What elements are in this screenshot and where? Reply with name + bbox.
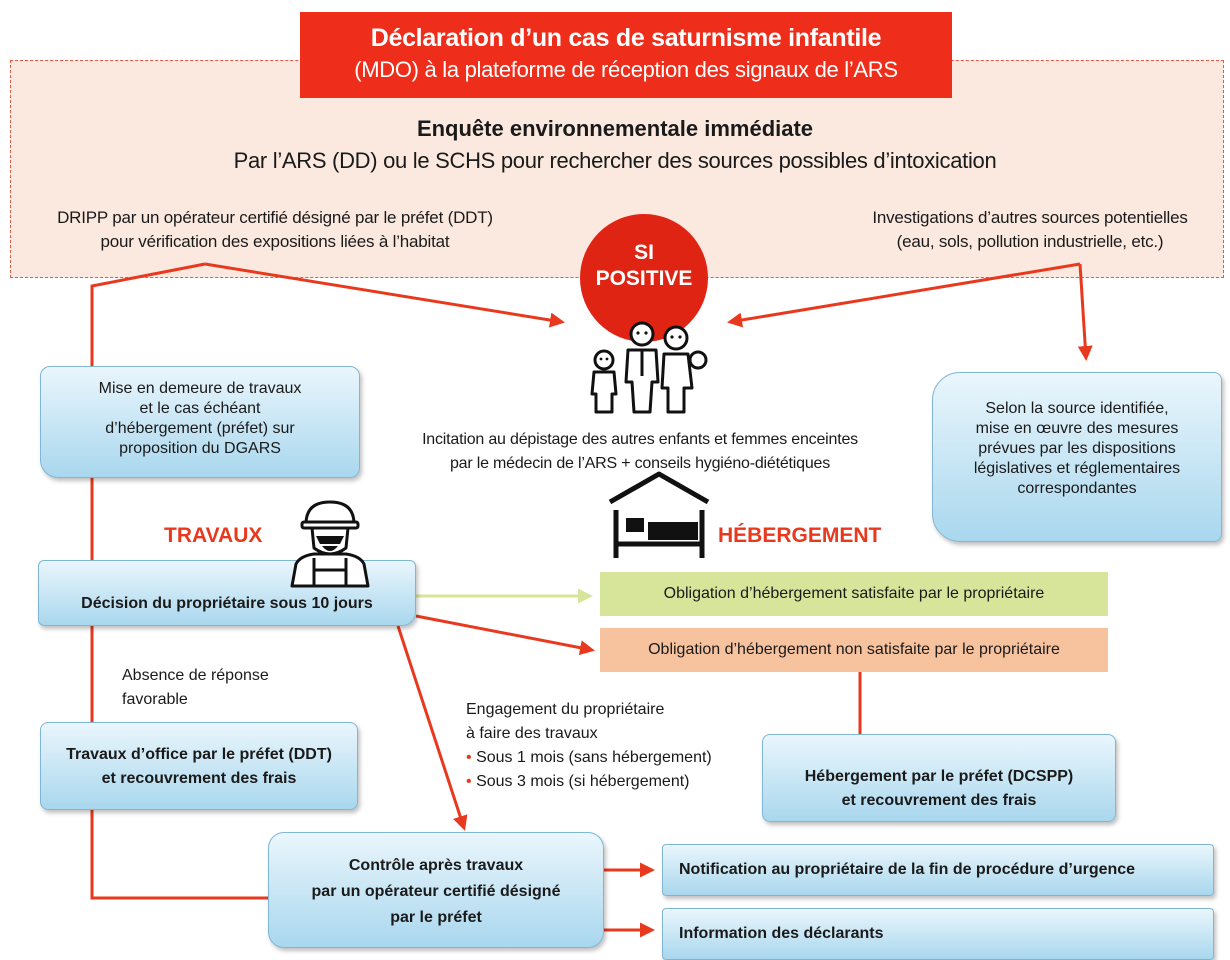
declaration-subtitle: (MDO) à la plateforme de réception des s… <box>354 57 898 82</box>
incitation-text: Incitation au dépistage des autres enfan… <box>380 428 900 476</box>
obligation-non-satisfaite-bar: Obligation d’hébergement non satisfaite … <box>600 628 1108 672</box>
selon-line-5: correspondantes <box>1017 480 1137 497</box>
engagement-item-1: • Sous 1 mois (sans hébergement) <box>466 749 712 766</box>
declaration-title: Déclaration d’un cas de saturnisme infan… <box>370 24 882 52</box>
heberg-prefet-line-2: et recouvrement des frais <box>841 792 1037 809</box>
arrow-dripp-to-family <box>204 262 565 328</box>
arrow-decision-to-controle <box>396 625 468 831</box>
engagement-text: Engagement du propriétaire à faire des t… <box>466 698 766 794</box>
bullet-icon: • <box>466 749 472 766</box>
investigations-line-2: (eau, sols, pollution industrielle, etc.… <box>896 232 1164 251</box>
hebergement-prefet-box: Hébergement par le préfet (DCSPP) et rec… <box>762 734 1116 822</box>
travaux-office-line-2: et recouvrement des frais <box>101 770 297 787</box>
controle-box: Contrôle après travaux par un opérateur … <box>268 832 604 948</box>
selon-line-2: mise en œuvre des mesures <box>975 420 1179 437</box>
incitation-line-1: Incitation au dépistage des autres enfan… <box>422 431 858 448</box>
arrow-dripp-to-mise <box>84 262 206 395</box>
worker-icon <box>290 500 370 588</box>
selon-line-4: législatives et réglementaires <box>973 460 1181 477</box>
declaration-banner: Déclaration d’un cas de saturnisme infan… <box>300 12 952 98</box>
heberg-prefet-line-1: Hébergement par le préfet (DCSPP) <box>804 768 1074 785</box>
si-positive-line-1: SI <box>634 241 654 264</box>
dripp-text: DRIPP par un opérateur certifié désigné … <box>30 206 520 254</box>
selon-source-box: Selon la source identifiée, mise en œuvr… <box>932 372 1222 542</box>
enquete-subtitle: Par l’ARS (DD) ou le SCHS pour recherche… <box>233 148 997 173</box>
arrow-travaux-to-controle <box>90 810 285 906</box>
information-box: Information des déclarants <box>662 908 1214 960</box>
si-positive-badge: SI POSITIVE <box>580 214 708 342</box>
arrow-invest-to-selon <box>1077 263 1093 361</box>
controle-line-1: Contrôle après travaux <box>348 857 524 874</box>
travaux-office-box: Travaux d’office par le préfet (DDT) et … <box>40 722 358 810</box>
arrow-decision-to-obl-nok <box>415 614 595 656</box>
investigations-line-1: Investigations d’autres sources potentie… <box>872 208 1188 227</box>
si-positive-line-2: POSITIVE <box>595 267 693 290</box>
enquete-title: Enquête environnementale immédiate <box>416 116 814 141</box>
arrow-invest-to-family <box>727 262 1081 328</box>
controle-line-2: par un opérateur certifié désigné <box>311 883 561 900</box>
family-icon <box>590 321 708 414</box>
mise-line-1: Mise en demeure de travaux <box>98 380 302 397</box>
mise-line-3: d’hébergement (préfet) sur <box>105 420 295 437</box>
incitation-line-2: par le médecin de l’ARS + conseils hygié… <box>449 455 831 472</box>
absence-line-1: Absence de réponse <box>122 667 269 684</box>
selon-line-1: Selon la source identifiée, <box>985 400 1169 417</box>
bullet-icon: • <box>466 773 472 790</box>
engagement-item-2: • Sous 3 mois (si hébergement) <box>466 773 690 790</box>
mise-line-2: et le cas échéant <box>139 400 261 417</box>
absence-reponse-text: Absence de réponse favorable <box>122 664 322 712</box>
dripp-line-2: pour vérification des expositions liées … <box>100 232 450 251</box>
controle-line-3: par le préfet <box>390 909 482 926</box>
engagement-line-2: à faire des travaux <box>466 725 598 742</box>
notification-box: Notification au propriétaire de la fin d… <box>662 844 1214 896</box>
bed-shelter-icon <box>608 471 710 558</box>
travaux-label: TRAVAUX <box>164 524 263 547</box>
investigations-text: Investigations d’autres sources potentie… <box>840 206 1220 254</box>
mise-line-4: proposition du DGARS <box>119 440 281 457</box>
selon-line-3: prévues par les dispositions <box>978 440 1176 457</box>
dripp-line-1: DRIPP par un opérateur certifié désigné … <box>57 208 493 227</box>
engagement-line-1: Engagement du propriétaire <box>466 701 665 718</box>
mise-en-demeure-box: Mise en demeure de travaux et le cas éch… <box>40 366 360 478</box>
absence-line-2: favorable <box>122 691 188 708</box>
travaux-office-line-1: Travaux d’office par le préfet (DDT) <box>66 746 332 763</box>
obligation-satisfaite-bar: Obligation d’hébergement satisfaite par … <box>600 572 1108 616</box>
hebergement-label: HÉBERGEMENT <box>718 524 882 547</box>
